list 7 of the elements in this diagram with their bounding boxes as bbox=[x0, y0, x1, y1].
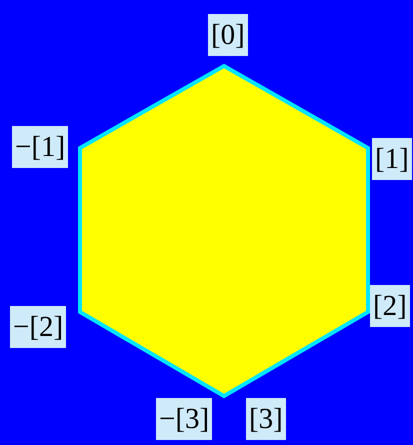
vertex-label: −[3] bbox=[156, 398, 212, 440]
vertex-label: [2] bbox=[370, 285, 410, 327]
vertex-label: [1] bbox=[372, 138, 412, 180]
vertex-label: −[2] bbox=[10, 306, 66, 348]
vertex-label: −[1] bbox=[12, 126, 68, 168]
vertex-label: [0] bbox=[208, 14, 248, 56]
vertex-label: [3] bbox=[246, 398, 286, 440]
